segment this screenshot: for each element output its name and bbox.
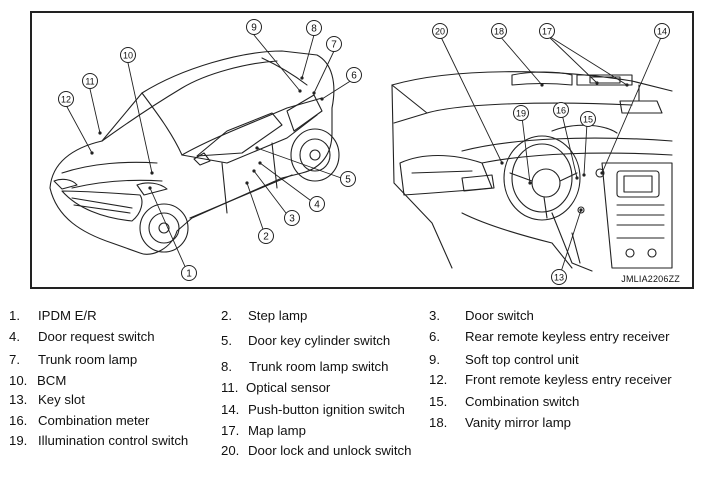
car-interior-illustration — [391, 71, 673, 272]
component-location-diagram: 9 8 7 6 10 11 12 5 4 3 2 1 20 18 17 14 1… — [49, 19, 673, 285]
callout-15: 15 — [583, 115, 593, 125]
callout-2: 2 — [263, 232, 269, 243]
figure-reference-code: JMLIA2206ZZ — [621, 274, 680, 284]
callout-16: 16 — [556, 106, 566, 116]
callout-14: 14 — [657, 27, 667, 37]
callout-8: 8 — [311, 24, 317, 35]
callout-19: 19 — [516, 109, 526, 119]
callout-5: 5 — [345, 175, 351, 186]
callout-13: 13 — [554, 273, 564, 283]
callout-12: 12 — [61, 95, 71, 105]
callout-17: 17 — [542, 27, 552, 37]
callout-3: 3 — [289, 214, 295, 225]
callout-6: 6 — [351, 71, 357, 82]
callout-10: 10 — [123, 51, 133, 61]
callout-9: 9 — [251, 23, 257, 34]
callout-4: 4 — [314, 200, 320, 211]
diagram-frame: 9 8 7 6 10 11 12 5 4 3 2 1 20 18 17 14 1… — [30, 11, 694, 289]
callout-20: 20 — [435, 27, 445, 37]
callout-1: 1 — [186, 269, 192, 280]
callout-18: 18 — [494, 27, 504, 37]
car-exterior-illustration — [49, 50, 340, 255]
callout-11: 11 — [85, 77, 94, 87]
callout-7: 7 — [331, 40, 337, 51]
